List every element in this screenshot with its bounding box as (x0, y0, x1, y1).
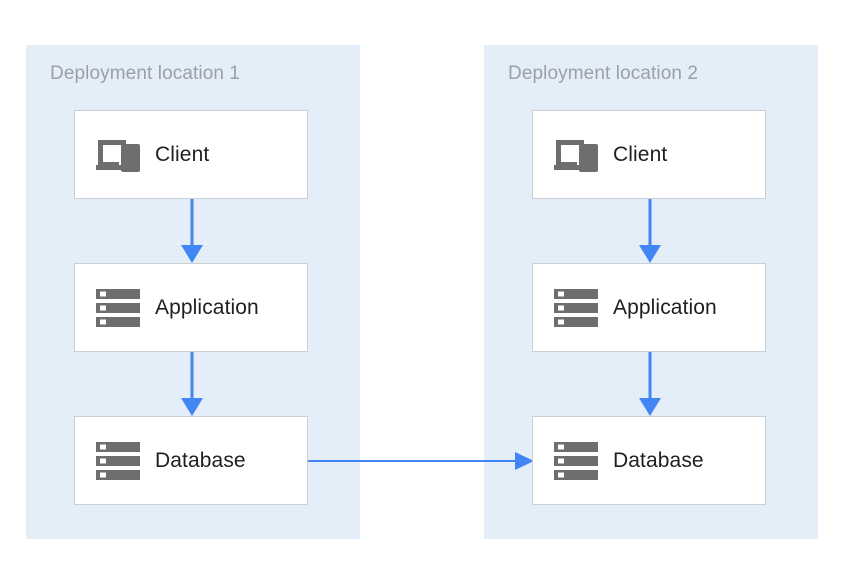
node-database-2-label: Database (613, 448, 704, 472)
arrow-application-2-to-database-2 (639, 352, 661, 416)
arrow-head-down-icon (181, 398, 203, 416)
arrow-client-1-to-application-1 (181, 199, 203, 263)
zone-1-label: Deployment location 1 (50, 63, 241, 84)
arrow-head-down-icon (639, 398, 661, 416)
node-client-2-label: Client (613, 142, 668, 166)
arrow-head-down-icon (181, 245, 203, 263)
server-icon (553, 285, 599, 331)
node-database-1[interactable]: Database (74, 416, 308, 505)
server-icon (95, 285, 141, 331)
node-application-2[interactable]: Application (532, 263, 766, 352)
arrow-shaft (190, 352, 194, 400)
node-client-1[interactable]: Client (74, 110, 308, 199)
arrow-database-1-to-database-2 (308, 452, 534, 470)
arrow-shaft (648, 352, 652, 400)
node-client-2[interactable]: Client (532, 110, 766, 199)
devices-icon (95, 132, 141, 178)
arrow-shaft (190, 199, 194, 247)
arrow-shaft (648, 199, 652, 247)
server-icon (553, 438, 599, 484)
server-icon (95, 438, 141, 484)
node-database-1-label: Database (155, 448, 246, 472)
node-application-2-label: Application (613, 295, 717, 319)
arrow-client-2-to-application-2 (639, 199, 661, 263)
arrow-application-1-to-database-1 (181, 352, 203, 416)
node-database-2[interactable]: Database (532, 416, 766, 505)
arrow-head-down-icon (639, 245, 661, 263)
arrow-shaft (308, 460, 516, 462)
node-client-1-label: Client (155, 142, 210, 166)
devices-icon (553, 132, 599, 178)
zone-2-label: Deployment location 2 (508, 63, 699, 84)
arrow-head-right-icon (515, 452, 534, 470)
node-application-1-label: Application (155, 295, 259, 319)
node-application-1[interactable]: Application (74, 263, 308, 352)
